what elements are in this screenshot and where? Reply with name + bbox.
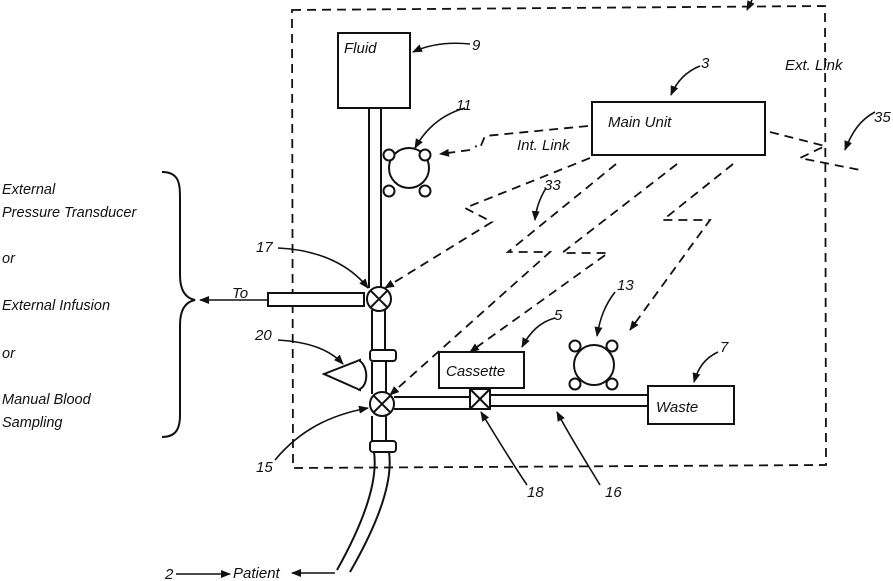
connector-lower bbox=[370, 441, 396, 452]
ref-9: 9 bbox=[472, 37, 481, 54]
ref-33: 33 bbox=[544, 177, 561, 194]
ref-13: 13 bbox=[617, 277, 634, 294]
main-unit-label: Main Unit bbox=[608, 114, 672, 131]
ref-arrow-13 bbox=[597, 292, 615, 336]
main-unit: Main Unit bbox=[592, 102, 765, 155]
ref-arrow-5 bbox=[522, 318, 555, 347]
ref-arrow-3 bbox=[671, 66, 700, 95]
ref-arrow-9 bbox=[413, 43, 470, 52]
option-external: External bbox=[2, 182, 56, 198]
ref-2: 2 bbox=[164, 566, 174, 581]
option-or-1: or bbox=[2, 251, 16, 267]
ref-arrow-20 bbox=[278, 340, 343, 364]
waste-label-text: Waste bbox=[656, 399, 698, 416]
int-link-label: Int. Link bbox=[517, 137, 571, 154]
fluid-label: Fluid bbox=[344, 40, 377, 57]
ref-arrow-11 bbox=[415, 108, 465, 148]
ref-18: 18 bbox=[527, 484, 544, 501]
option-pressure-transducer: Pressure Transducer bbox=[2, 205, 137, 221]
pump-11 bbox=[384, 148, 431, 197]
option-sampling: Sampling bbox=[2, 415, 62, 431]
connector-upper bbox=[370, 350, 396, 361]
patient-tube bbox=[337, 452, 390, 572]
waste-line bbox=[394, 395, 648, 409]
option-manual-blood: Manual Blood bbox=[2, 392, 92, 408]
side-port bbox=[200, 293, 364, 306]
pump-13 bbox=[570, 341, 618, 390]
brace bbox=[162, 172, 195, 437]
link-to-pump-13 bbox=[630, 164, 733, 330]
link-to-cassette bbox=[470, 164, 677, 352]
ext-link bbox=[770, 132, 860, 170]
ref-7: 7 bbox=[720, 339, 729, 356]
ref-16: 16 bbox=[605, 484, 622, 501]
ref-arrow-7 bbox=[694, 352, 718, 382]
ref-arrow-35 bbox=[845, 112, 875, 150]
to-label: To bbox=[232, 285, 248, 302]
transducer-20 bbox=[324, 360, 366, 390]
waste-container: Waste bbox=[648, 386, 734, 424]
valve-17 bbox=[367, 287, 391, 311]
option-or-2: or bbox=[2, 346, 16, 362]
ref-5: 5 bbox=[554, 307, 563, 324]
fluid-container: Fluid bbox=[338, 33, 410, 108]
valve-15 bbox=[370, 392, 394, 416]
patient-label: Patient bbox=[233, 565, 281, 581]
ref-3: 3 bbox=[701, 55, 710, 72]
ref-arrow-18 bbox=[481, 412, 527, 485]
ext-link-label: Ext. Link bbox=[785, 57, 844, 74]
ref-arrow-17 bbox=[278, 248, 368, 288]
ref-arrow-16 bbox=[557, 412, 600, 485]
cassette-valve-18 bbox=[470, 389, 490, 409]
option-external-infusion: External Infusion bbox=[2, 298, 110, 314]
ref-35: 35 bbox=[874, 109, 891, 126]
ref-20: 20 bbox=[254, 327, 272, 344]
ref-17: 17 bbox=[256, 239, 273, 256]
ref-15: 15 bbox=[256, 459, 273, 476]
ref-arrow-15 bbox=[275, 408, 368, 460]
cassette-label: Cassette bbox=[446, 363, 505, 380]
ref-11: 11 bbox=[456, 97, 472, 114]
cassette: Cassette bbox=[439, 352, 524, 388]
